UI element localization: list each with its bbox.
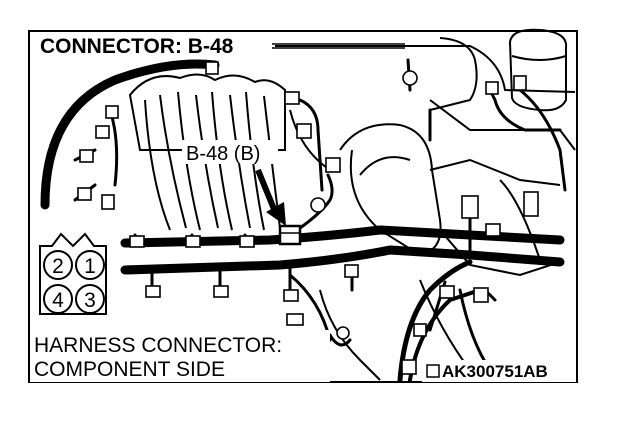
harness-connectors [77, 61, 539, 375]
figure-code-block: AK300751AB [422, 360, 576, 382]
title-block: CONNECTOR: B-48 [30, 32, 405, 58]
pin-label: 3 [84, 289, 96, 312]
pin-3 [75, 284, 105, 314]
side-label-line2: COMPONENT SIDE [34, 358, 225, 381]
side-label: HARNESS CONNECTOR: COMPONENT SIDE [30, 330, 330, 382]
connector-face: 2 1 4 3 [30, 226, 115, 318]
callout-label: B-48 (B) [186, 143, 260, 165]
target-connector-b48 [278, 224, 302, 246]
pin-2 [43, 250, 73, 280]
diagram-title: CONNECTOR: B-48 [40, 35, 234, 58]
pin-label: 4 [52, 289, 64, 312]
callout-arrow [255, 168, 286, 226]
pin-label: 1 [84, 255, 96, 278]
pin-1 [75, 250, 105, 280]
side-label-line1: HARNESS CONNECTOR: [34, 334, 282, 357]
pin-4 [43, 284, 73, 314]
figure-code: AK300751AB [442, 362, 548, 381]
pin-label: 2 [52, 255, 64, 278]
engine-background [128, 28, 576, 381]
